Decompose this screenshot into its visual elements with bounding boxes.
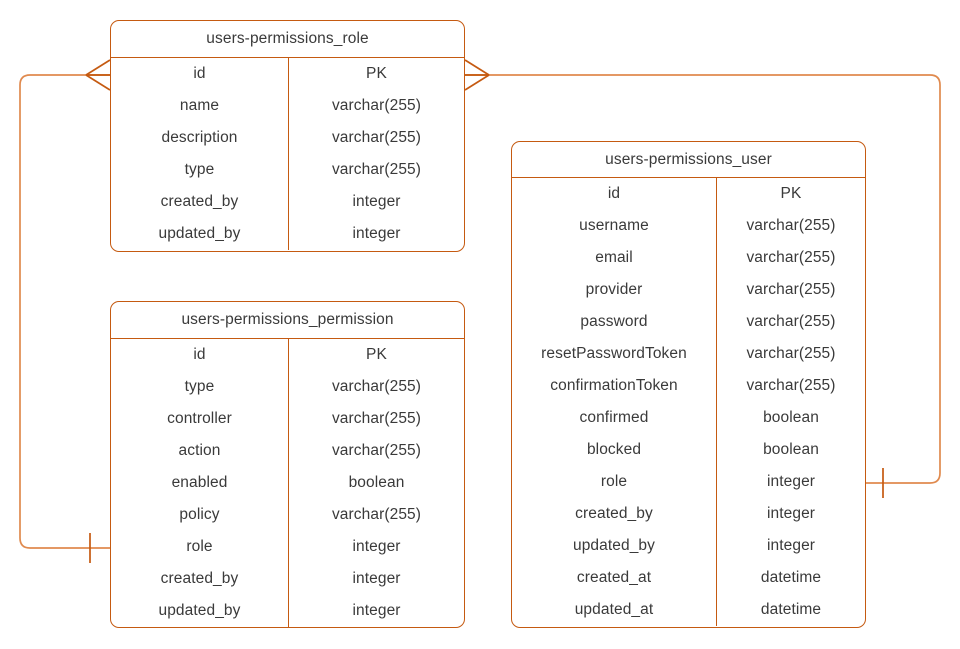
column-type: boolean [763,409,819,427]
column-type: datetime [760,569,822,587]
column-type: varchar(255) [331,378,422,396]
column-type: PK [780,185,802,203]
column-type: boolean [763,441,819,459]
column-name: type [184,161,215,179]
entity-users-permissions_permission[interactable]: users-permissions_permission id type contr… [110,301,465,628]
column-name: role [600,473,628,491]
column-type: boolean [348,474,405,492]
column-type: integer [352,602,401,620]
column-name: role [186,538,213,556]
column-name: name [179,97,220,115]
entity-users-permissions_user[interactable]: users-permissions_user id username email pr… [511,141,866,628]
column-type: varchar(255) [331,410,422,428]
column-name: updated_at [574,601,654,619]
column-name: resetPasswordToken [541,345,687,363]
column-type: varchar(255) [331,161,422,179]
column-name: confirmed [579,409,649,427]
column-name: username [579,217,649,235]
column-type: integer [766,537,816,555]
column-type-list: PK varchar(255) varchar(255) varchar(255) bo… [289,339,464,627]
entity-title: users-permissions_user [512,142,865,178]
column-type: varchar(255) [746,281,836,299]
column-name: description [161,129,238,147]
column-type-list: PK varchar(255) varchar(255) varchar(255) in… [289,58,464,250]
column-type: integer [352,538,401,556]
column-name: updated_by [158,225,241,243]
column-type: PK [366,65,387,83]
column-name: created_by [160,193,239,211]
column-name: id [193,65,206,83]
column-name: type [184,378,215,396]
column-type: varchar(255) [746,377,836,395]
entity-body: id username email provider password resetPass… [512,178,865,626]
column-type: varchar(255) [331,129,422,147]
column-type: datetime [760,601,822,619]
column-type: varchar(255) [331,442,422,460]
column-name: id [607,185,621,203]
column-type: integer [352,225,401,243]
column-type: varchar(255) [331,506,422,524]
column-name: blocked [586,441,642,459]
entity-body: id type controller action enabled policy role c… [111,339,464,627]
column-name: email [595,249,633,267]
column-type: PK [366,346,387,364]
column-name-list: id type controller action enabled policy role c… [111,339,289,627]
column-type: integer [352,193,401,211]
relationship-line-role-permission[interactable] [19,74,110,549]
column-name-list: id name description type created_by updated_b… [111,58,289,250]
column-type-list: PK varchar(255) varchar(255) varchar(255) va… [717,178,865,626]
column-type: integer [766,505,816,523]
column-type: varchar(255) [746,313,836,331]
column-name: id [193,346,206,364]
column-name: enabled [171,474,228,492]
column-type: varchar(255) [746,217,836,235]
column-type: integer [766,473,816,491]
entity-users-permissions_role[interactable]: users-permissions_role id name description… [110,20,465,252]
crowsfoot-many-role-right [464,59,490,91]
column-type: integer [352,570,401,588]
column-name: confirmationToken [550,377,678,395]
column-name: created_by [160,570,239,588]
column-type: varchar(255) [331,97,422,115]
column-type: varchar(255) [746,345,836,363]
column-name: policy [179,506,220,524]
column-name: controller [167,410,232,428]
column-name: provider [585,281,643,299]
entity-title: users-permissions_permission [111,302,464,339]
column-name: password [580,313,648,331]
column-name-list: id username email provider password resetPass… [512,178,717,626]
column-type: varchar(255) [746,249,836,267]
column-name: updated_by [572,537,656,555]
column-name: action [178,442,221,460]
column-name: created_at [576,569,652,587]
column-name: created_by [575,505,653,523]
entity-body: id name description type created_by updated_b… [111,58,464,250]
entity-title: users-permissions_role [111,21,464,58]
column-name: updated_by [158,602,241,620]
crowsfoot-many-role-left [85,59,111,91]
